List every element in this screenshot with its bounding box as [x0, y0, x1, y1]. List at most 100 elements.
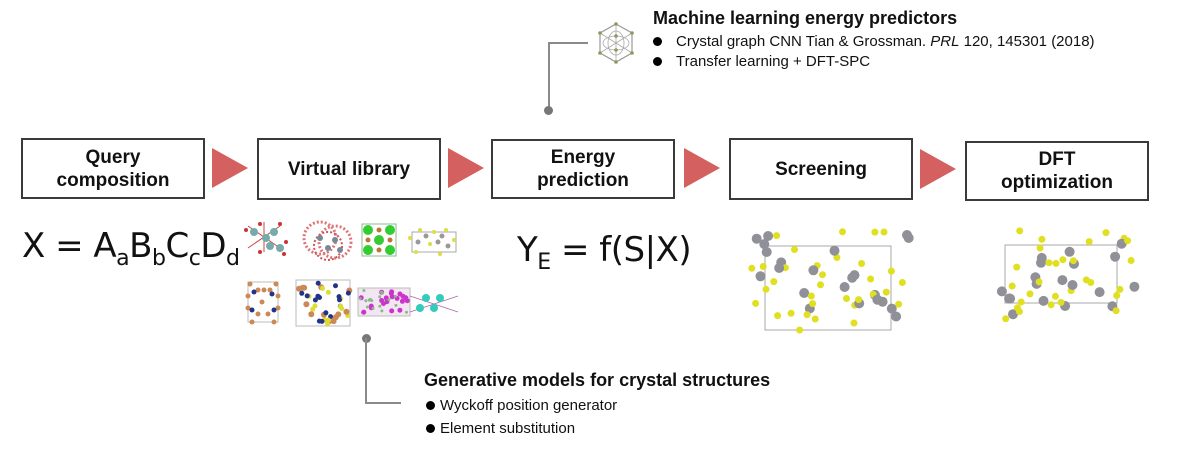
atom-mark [368, 297, 372, 301]
atom-mark [1047, 301, 1055, 309]
atom-mark [811, 315, 819, 323]
atom-mark [1112, 307, 1120, 315]
atom-mark [405, 310, 408, 314]
atom-mark [397, 307, 403, 313]
blue-yellow-grid-image [295, 279, 351, 327]
screening-structure-image [748, 228, 914, 334]
atom-mark [833, 254, 841, 261]
atom-mark [399, 298, 405, 304]
atom-mark [880, 228, 888, 236]
atom-mark [809, 300, 817, 308]
formula-term: C [165, 226, 189, 266]
flow-arrow [212, 148, 248, 188]
step-label: Virtual library [287, 158, 411, 180]
ml-note-item: Crystal graph CNN Tian & Grossman. PRL 1… [653, 33, 1095, 50]
atom-mark [898, 279, 906, 286]
atom-mark [761, 247, 772, 257]
atom-mark [1036, 244, 1044, 252]
bullet-icon [426, 424, 435, 433]
step-label: Energy [550, 147, 616, 168]
atom-mark [362, 289, 366, 292]
atom-mark [1082, 276, 1090, 284]
gen-note-item: Wyckoff position generator [426, 397, 617, 414]
step-screening: Screening [729, 138, 913, 200]
ml-note-text: 120, 145301 (2018) [959, 33, 1095, 50]
step-label: Screening [775, 158, 867, 180]
step-label: composition [56, 169, 170, 191]
atom-mark [397, 291, 403, 297]
gen-note-item: Element substitution [426, 420, 575, 437]
atom-mark [1008, 309, 1018, 320]
ml-note-item: Transfer learning + DFT-SPC [653, 53, 870, 70]
gen-note-text: Element substitution [440, 420, 576, 437]
atom-mark [829, 245, 840, 256]
atom-mark [303, 301, 310, 308]
step-label: optimization [1001, 172, 1113, 193]
formula-sub: d [226, 246, 240, 271]
virtual-library-images [244, 220, 459, 327]
atom-mark [773, 232, 781, 240]
atom-mark [858, 260, 866, 267]
green-cubic-lattice-image [361, 223, 397, 257]
atom-mark [796, 326, 804, 334]
connector-line [365, 402, 401, 404]
atom-mark [320, 285, 326, 291]
atom-mark [387, 298, 391, 302]
atom-mark [364, 299, 368, 303]
gen-note-text: Wyckoff position generator [440, 397, 618, 414]
atom-mark [315, 280, 321, 286]
atom-mark [1013, 304, 1021, 312]
atom-mark [867, 275, 875, 283]
atom-mark [886, 303, 897, 314]
formula-sub: E [537, 250, 551, 275]
atom-mark [1051, 292, 1059, 300]
atom-mark [808, 265, 819, 276]
atom-mark [345, 290, 351, 296]
atom-mark [1038, 235, 1046, 243]
atom-mark [1124, 237, 1132, 245]
step-label: prediction [537, 170, 629, 191]
atom-mark [762, 285, 770, 293]
atom-mark [336, 294, 342, 300]
atom-mark [1085, 238, 1093, 246]
atom-mark [774, 263, 785, 273]
atom-mark [1038, 295, 1049, 306]
atom-mark [774, 312, 782, 320]
flow-arrow [684, 148, 720, 188]
connector-line [548, 42, 550, 110]
formula-term: A [93, 226, 117, 266]
bullet-icon [653, 57, 662, 66]
atom-mark [1002, 315, 1010, 323]
atom-mark [317, 295, 322, 300]
atom-mark [333, 283, 338, 289]
atom-mark [1102, 229, 1110, 237]
atom-mark [381, 291, 384, 295]
atom-mark [371, 306, 375, 310]
ml-note-title: Machine learning energy predictors [653, 8, 958, 28]
atom-mark [996, 286, 1007, 297]
atom-mark [755, 271, 766, 282]
atom-mark [304, 293, 310, 299]
formula-prefix: X = [22, 226, 94, 266]
atom-mark [380, 309, 384, 313]
atom-mark [877, 296, 888, 307]
atom-mark [839, 228, 846, 236]
atom-mark [751, 233, 762, 244]
atom-mark [361, 309, 367, 315]
cyan-chain-image [409, 294, 459, 313]
step-label: Query [85, 146, 141, 168]
atom-mark [393, 294, 397, 298]
atom-mark [891, 311, 902, 322]
formula-rest: = f(S|X) [550, 230, 692, 270]
atom-mark [791, 246, 798, 253]
layered-octahedra-image [302, 220, 353, 261]
atom-mark [770, 278, 778, 286]
atom-mark [1110, 251, 1121, 262]
atom-mark [323, 310, 329, 316]
atom-mark [388, 290, 394, 296]
atom-mark [308, 311, 315, 318]
atom-mark [871, 228, 879, 236]
atom-mark [1036, 257, 1046, 268]
formula-term: B [129, 226, 152, 266]
